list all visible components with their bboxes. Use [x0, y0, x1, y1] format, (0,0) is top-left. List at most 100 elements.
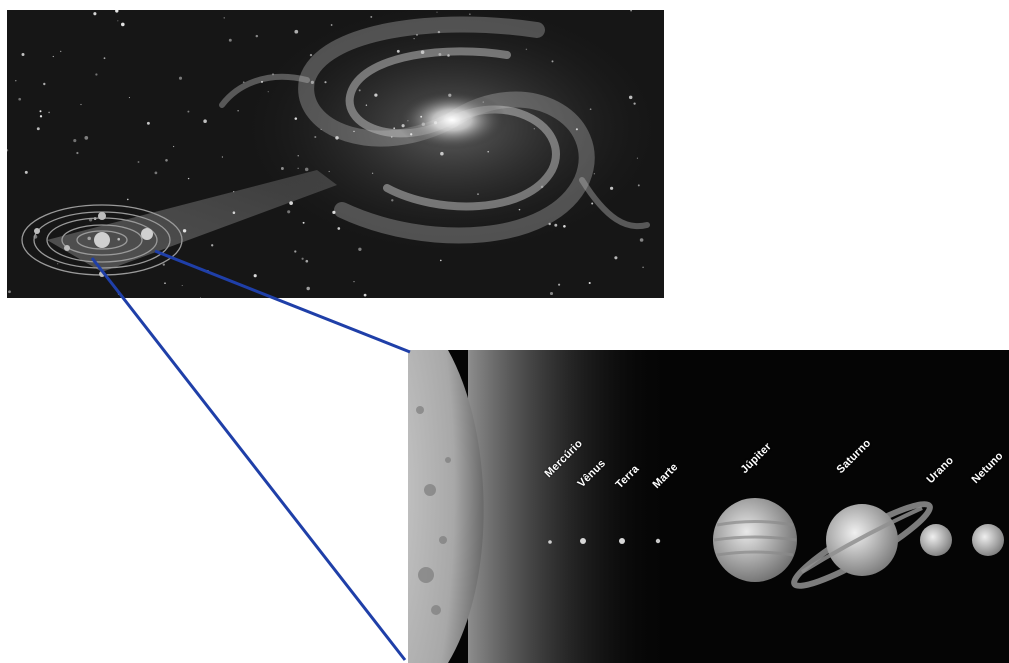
star	[242, 81, 245, 84]
star	[182, 229, 187, 233]
star	[363, 293, 367, 297]
planet-marte	[655, 538, 661, 544]
star	[18, 97, 22, 101]
star	[407, 120, 409, 122]
star	[306, 286, 310, 291]
star	[294, 29, 299, 34]
miniature-planet	[141, 228, 153, 240]
star	[436, 11, 438, 13]
star	[57, 263, 59, 265]
miniature-sun	[94, 232, 110, 248]
star	[391, 136, 393, 138]
star	[237, 110, 239, 112]
miniature-planet	[34, 228, 40, 234]
star	[126, 198, 129, 201]
star	[80, 103, 82, 106]
star	[128, 97, 130, 99]
star	[181, 284, 183, 287]
spiral-arms	[219, 16, 650, 244]
star	[162, 263, 165, 266]
star	[437, 30, 441, 34]
planet-netuno	[972, 524, 1004, 556]
planet-mercurio	[548, 540, 552, 544]
star	[637, 184, 640, 187]
star	[289, 201, 293, 205]
star	[87, 236, 91, 241]
star	[76, 151, 79, 155]
star	[540, 185, 544, 189]
star	[178, 76, 183, 80]
star	[172, 145, 175, 148]
solar-system-illustration	[408, 350, 1009, 663]
star	[253, 274, 257, 278]
star	[310, 80, 314, 84]
miniature-planet	[98, 212, 106, 220]
star	[206, 270, 210, 273]
star	[7, 149, 9, 152]
star	[164, 282, 166, 285]
star	[548, 222, 551, 226]
planet-saturno	[826, 504, 898, 576]
star	[287, 210, 291, 214]
star	[365, 104, 368, 106]
star	[575, 128, 578, 131]
star	[187, 177, 190, 180]
star	[358, 247, 362, 251]
star	[120, 22, 125, 27]
star	[305, 259, 309, 263]
star	[630, 10, 633, 12]
star	[165, 159, 168, 162]
star	[371, 172, 374, 174]
star	[59, 50, 62, 53]
star	[232, 211, 236, 214]
star	[137, 161, 140, 163]
star	[353, 280, 355, 283]
star	[353, 130, 355, 133]
star	[24, 170, 28, 174]
solar-system-image: Mercúrio Vênus Terra Marte Júpiter Satur…	[408, 350, 1009, 663]
star	[391, 199, 394, 202]
star	[223, 17, 225, 19]
sun	[408, 350, 484, 663]
star	[438, 52, 442, 56]
star	[469, 13, 471, 15]
star	[518, 208, 521, 211]
planet-venus	[580, 538, 586, 544]
star	[271, 73, 275, 76]
star	[228, 38, 232, 42]
star	[297, 167, 299, 169]
planet-jupiter	[713, 498, 797, 582]
star	[487, 150, 490, 153]
star	[633, 102, 636, 105]
star	[43, 82, 46, 86]
star	[370, 15, 373, 18]
miniature-planet	[99, 271, 105, 277]
galaxy-image	[7, 10, 664, 298]
star	[614, 256, 618, 260]
star	[401, 124, 405, 128]
star	[15, 80, 17, 82]
star	[309, 53, 313, 57]
star	[591, 202, 594, 205]
star	[410, 133, 413, 136]
star	[396, 49, 400, 53]
star	[301, 257, 304, 260]
star	[413, 37, 415, 40]
star	[636, 157, 638, 159]
star	[48, 111, 50, 114]
star	[320, 128, 322, 130]
star	[448, 93, 452, 97]
star	[52, 55, 54, 58]
star	[294, 250, 297, 253]
galaxy-core	[397, 90, 507, 150]
star	[117, 20, 119, 22]
star	[117, 292, 121, 296]
star	[8, 290, 11, 294]
star	[267, 91, 269, 93]
star	[330, 24, 333, 26]
star	[304, 167, 309, 172]
planet-terra	[619, 538, 625, 544]
star	[420, 115, 423, 118]
star	[103, 57, 106, 60]
star	[447, 54, 450, 57]
